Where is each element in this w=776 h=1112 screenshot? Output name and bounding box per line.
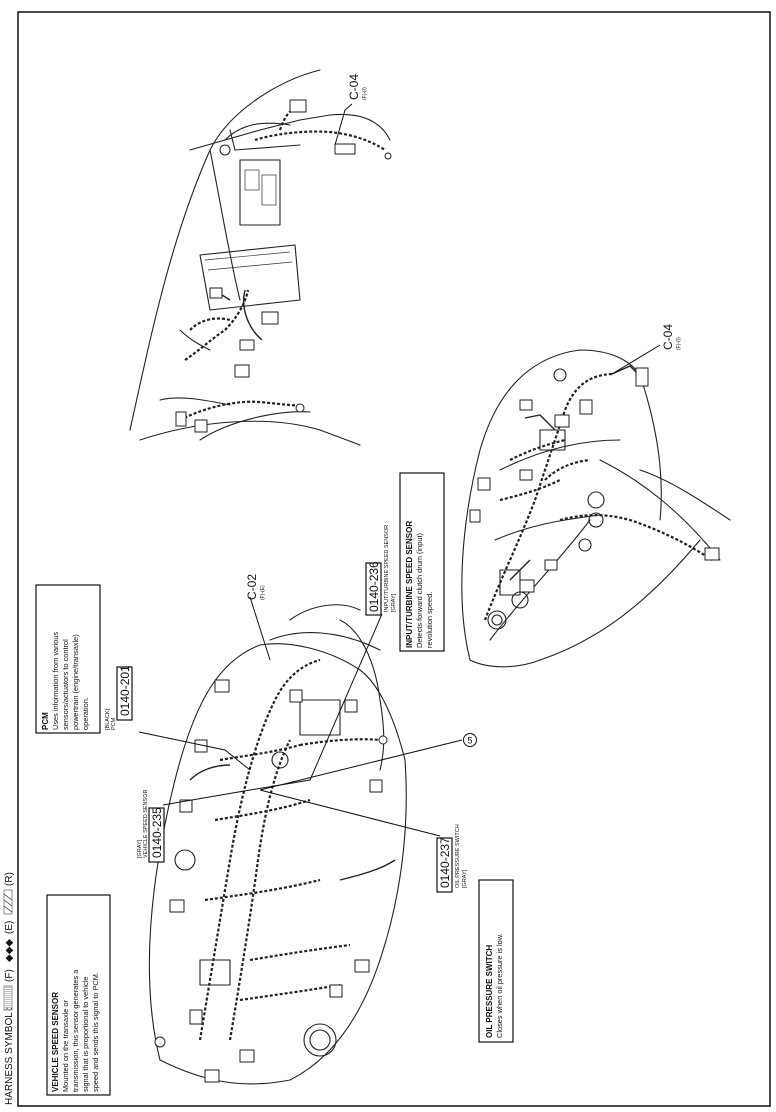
component-0140-201: [BLACK] PCM 0140-201 xyxy=(105,665,133,730)
c201-code: 0140-201 xyxy=(118,665,132,716)
c04-mid-sub: (F)-(I) xyxy=(676,337,682,350)
harness-symbol-label: HARNESS SYMBOL : xyxy=(4,1007,15,1105)
vss-line-1: Mounted on the transaxle or xyxy=(61,999,70,1092)
pcm-line-3: powertrain (engine/transaxle) xyxy=(71,634,80,730)
harness-symbol-legend: HARNESS SYMBOL : (F) ◆◆◆ (E) (R) xyxy=(3,872,15,1105)
symbol-e-label: (E) xyxy=(4,921,15,934)
leader-lines xyxy=(138,596,463,837)
c236-code: 0140-236 xyxy=(367,561,381,612)
connector-c04-top: C-04 (F)-(I) xyxy=(347,74,368,100)
symbol-r-label: (R) xyxy=(4,872,15,886)
ops-title: OIL PRESSURE SWITCH xyxy=(485,945,494,1038)
c04-top-sub: (F)-(I) xyxy=(362,87,368,100)
pcm-line-1: Uses information from various xyxy=(51,632,60,730)
connector-c02: C-02 (F)-(E) xyxy=(245,574,266,600)
callout-vehicle-speed-sensor: VEHICLE SPEED SENSOR Mounted on the tran… xyxy=(46,894,111,1096)
c235-name: VEHICLE SPEED SENSOR xyxy=(143,790,149,858)
c236-color: [GRAY] xyxy=(391,593,397,612)
vss-line-3: signal that is proportional to vehicle xyxy=(81,977,90,1092)
ops-line-1: Closes when oil pressure is low. xyxy=(495,933,504,1038)
itss-line-2: revolution speed. xyxy=(425,592,434,648)
pcm-line-2: sensors/actuators to control xyxy=(61,639,70,730)
c237-color: [GRAY] xyxy=(462,869,468,888)
c02-label: C-02 xyxy=(245,574,259,600)
callout-input-turbine-speed-sensor: INPUT/TURBINE SPEED SENSOR Detects forwa… xyxy=(399,472,445,652)
drawing-engine-compartment xyxy=(148,604,407,1085)
c201-name: PCM xyxy=(111,717,117,730)
itss-line-1: Detects forward clutch drum (input) xyxy=(415,533,424,648)
c02-sub: (F)-(E) xyxy=(260,585,266,600)
page-border xyxy=(17,11,771,1107)
component-0140-236: 0140-236 INPUT/TURBINE SPEED SENSOR [GRA… xyxy=(365,525,397,616)
c237-name: OIL PRESSURE SWITCH xyxy=(455,824,461,888)
c201-color: [BLACK] xyxy=(105,708,111,730)
callout-oil-pressure-switch: OIL PRESSURE SWITCH Closes when oil pres… xyxy=(478,879,514,1043)
c235-color: [GRAY] xyxy=(137,839,143,858)
vss-line-2: transmission, this sensor generates a xyxy=(71,969,80,1092)
c04-top-label: C-04 xyxy=(347,74,361,100)
ground-marker: 5 xyxy=(463,733,477,747)
symbol-r-swatch xyxy=(3,889,13,915)
ground-marker-number: 5 xyxy=(467,736,472,746)
pcm-line-4: operation. xyxy=(81,697,90,730)
vss-title: VEHICLE SPEED SENSOR xyxy=(51,992,60,1092)
c04-mid-label: C-04 xyxy=(661,324,675,350)
symbol-e-swatch: ◆◆◆ xyxy=(4,939,15,962)
callout-pcm: PCM Uses information from various sensor… xyxy=(35,584,101,734)
itss-title: INPUT/TURBINE SPEED SENSOR xyxy=(405,521,414,648)
component-0140-237: 0140-237 OIL PRESSURE SWITCH [GRAY] xyxy=(436,824,468,893)
c236-name: INPUT/TURBINE SPEED SENSOR xyxy=(384,525,390,612)
c237-code: 0140-237 xyxy=(438,837,452,888)
symbol-f-label: (F) xyxy=(4,969,15,982)
drawing-interior-top xyxy=(129,69,392,446)
c235-code: 0140-235 xyxy=(150,807,164,858)
vss-line-4: speed and sends this signal to PCM. xyxy=(91,972,100,1092)
component-0140-235: [GRAY] VEHICLE SPEED SENSOR 0140-235 xyxy=(137,790,165,863)
connector-c04-mid: C-04 (F)-(I) xyxy=(661,324,682,350)
drawing-instrument-panel xyxy=(461,344,731,668)
pcm-title: PCM xyxy=(41,712,50,730)
